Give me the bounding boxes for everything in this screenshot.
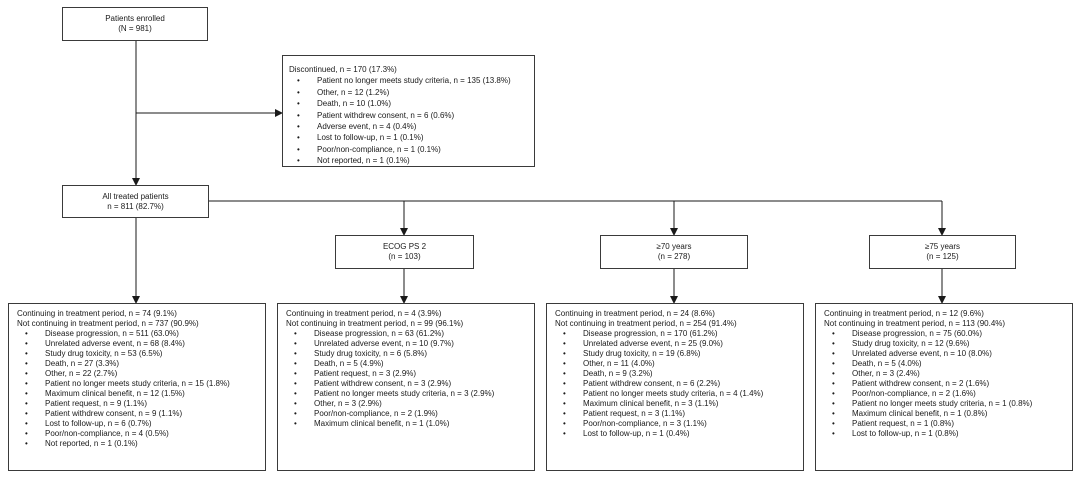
list-item: Unrelated adverse event, n = 10 (9.7%) xyxy=(286,339,526,349)
list-item: Patient no longer meets study criteria, … xyxy=(289,75,528,87)
continuing-text: Continuing in treatment period, n = 4 (3… xyxy=(286,309,442,318)
not-continuing-text: Not continuing in treatment period, n = … xyxy=(555,319,737,328)
list-item: Unrelated adverse event, n = 25 (9.0%) xyxy=(555,339,795,349)
list-item: Maximum clinical benefit, n = 1 (0.8%) xyxy=(824,409,1064,419)
subgroup-count: (n = 125) xyxy=(926,252,959,261)
outcome-box-75: Continuing in treatment period, n = 12 (… xyxy=(815,303,1073,471)
list-item: Other, n = 22 (2.7%) xyxy=(17,369,257,379)
list-item: Lost to follow-up, n = 1 (0.4%) xyxy=(555,429,795,439)
list-item: Patient request, n = 3 (1.1%) xyxy=(555,409,795,419)
subgroup-box-ecog: ECOG PS 2 (n = 103) xyxy=(335,235,474,269)
list-item: Patient no longer meets study criteria, … xyxy=(555,389,795,399)
list-item: Disease progression, n = 511 (63.0%) xyxy=(17,329,257,339)
list-item: Poor/non-compliance, n = 3 (1.1%) xyxy=(555,419,795,429)
list-item: Unrelated adverse event, n = 10 (8.0%) xyxy=(824,349,1064,359)
discontinued-reasons-list: Patient no longer meets study criteria, … xyxy=(289,75,528,167)
list-item: Lost to follow-up, n = 6 (0.7%) xyxy=(17,419,257,429)
list-item: Disease progression, n = 63 (61.2%) xyxy=(286,329,526,339)
reasons-list: Disease progression, n = 170 (61.2%) Unr… xyxy=(555,329,795,439)
list-item: Patient withdrew consent, n = 3 (2.9%) xyxy=(286,379,526,389)
treated-box: All treated patients n = 811 (82.7%) xyxy=(62,185,209,218)
not-continuing-text: Not continuing in treatment period, n = … xyxy=(17,319,199,328)
list-item: Patient request, n = 9 (1.1%) xyxy=(17,399,257,409)
treated-title: All treated patients xyxy=(102,191,169,201)
outcome-box-70: Continuing in treatment period, n = 24 (… xyxy=(546,303,804,471)
list-item: Patient withdrew consent, n = 9 (1.1%) xyxy=(17,409,257,419)
list-item: Lost to follow-up, n = 1 (0.1%) xyxy=(289,132,528,144)
reasons-list: Disease progression, n = 75 (60.0%) Stud… xyxy=(824,329,1064,439)
not-continuing-text: Not continuing in treatment period, n = … xyxy=(286,319,464,328)
subgroup-title: ≥75 years xyxy=(924,242,961,251)
list-item: Death, n = 5 (4.0%) xyxy=(824,359,1064,369)
enrolled-count: (N = 981) xyxy=(118,24,152,33)
subgroup-count: (n = 278) xyxy=(657,252,691,261)
list-item: Patient request, n = 3 (2.9%) xyxy=(286,369,526,379)
list-item: Disease progression, n = 170 (61.2%) xyxy=(555,329,795,339)
enrolled-title: Patients enrolled xyxy=(105,14,165,23)
outcome-box-all: Continuing in treatment period, n = 74 (… xyxy=(8,303,266,471)
list-item: Patient request, n = 1 (0.8%) xyxy=(824,419,1064,429)
list-item: Study drug toxicity, n = 6 (5.8%) xyxy=(286,349,526,359)
list-item: Death, n = 27 (3.3%) xyxy=(17,359,257,369)
list-item: Study drug toxicity, n = 19 (6.8%) xyxy=(555,349,795,359)
list-item: Death, n = 9 (3.2%) xyxy=(555,369,795,379)
list-item: Disease progression, n = 75 (60.0%) xyxy=(824,329,1064,339)
list-item: Poor/non-compliance, n = 4 (0.5%) xyxy=(17,429,257,439)
list-item: Other, n = 3 (2.9%) xyxy=(286,399,526,409)
list-item: Unrelated adverse event, n = 68 (8.4%) xyxy=(17,339,257,349)
subgroup-box-70: ≥70 years (n = 278) xyxy=(600,235,748,269)
continuing-text: Continuing in treatment period, n = 24 (… xyxy=(555,309,715,318)
list-item: Maximum clinical benefit, n = 3 (1.1%) xyxy=(555,399,795,409)
list-item: Other, n = 11 (4.0%) xyxy=(555,359,795,369)
list-item: Poor/non-compliance, n = 1 (0.1%) xyxy=(289,144,528,156)
outcome-box-ecog: Continuing in treatment period, n = 4 (3… xyxy=(277,303,535,471)
list-item: Patient no longer meets study criteria, … xyxy=(17,379,257,389)
list-item: Death, n = 5 (4.9%) xyxy=(286,359,526,369)
continuing-text: Continuing in treatment period, n = 12 (… xyxy=(824,309,984,318)
list-item: Other, n = 3 (2.4%) xyxy=(824,369,1064,379)
reasons-list: Disease progression, n = 511 (63.0%) Unr… xyxy=(17,329,257,449)
continuing-text: Continuing in treatment period, n = 74 (… xyxy=(17,309,177,318)
list-item: Patient no longer meets study criteria, … xyxy=(824,399,1064,409)
not-continuing-text: Not continuing in treatment period, n = … xyxy=(824,319,1006,328)
list-item: Not reported, n = 1 (0.1%) xyxy=(17,439,257,449)
treated-count: n = 811 (82.7%) xyxy=(107,201,164,211)
list-item: Study drug toxicity, n = 53 (6.5%) xyxy=(17,349,257,359)
enrolled-box: Patients enrolled (N = 981) xyxy=(62,7,208,41)
list-item: Patient withdrew consent, n = 6 (0.6%) xyxy=(289,110,528,122)
discontinued-box: Discontinued, n = 170 (17.3%) Patient no… xyxy=(282,55,535,167)
list-item: Other, n = 12 (1.2%) xyxy=(289,87,528,99)
list-item: Maximum clinical benefit, n = 12 (1.5%) xyxy=(17,389,257,399)
subgroup-box-75: ≥75 years (n = 125) xyxy=(869,235,1016,269)
list-item: Patient withdrew consent, n = 2 (1.6%) xyxy=(824,379,1064,389)
list-item: Lost to follow-up, n = 1 (0.8%) xyxy=(824,429,1064,439)
list-item: Maximum clinical benefit, n = 1 (1.0%) xyxy=(286,419,526,429)
discontinued-title: Discontinued, n = 170 (17.3%) xyxy=(289,65,397,74)
list-item: Study drug toxicity, n = 12 (9.6%) xyxy=(824,339,1064,349)
list-item: Adverse event, n = 4 (0.4%) xyxy=(289,121,528,133)
list-item: Poor/non-compliance, n = 2 (1.6%) xyxy=(824,389,1064,399)
subgroup-title: ≥70 years xyxy=(656,242,692,251)
list-item: Poor/non-compliance, n = 2 (1.9%) xyxy=(286,409,526,419)
subgroup-title: ECOG PS 2 xyxy=(382,242,427,251)
reasons-list: Disease progression, n = 63 (61.2%) Unre… xyxy=(286,329,526,429)
subgroup-count: (n = 103) xyxy=(388,252,421,261)
list-item: Death, n = 10 (1.0%) xyxy=(289,98,528,110)
list-item: Patient no longer meets study criteria, … xyxy=(286,389,526,399)
list-item: Not reported, n = 1 (0.1%) xyxy=(289,155,528,167)
list-item: Patient withdrew consent, n = 6 (2.2%) xyxy=(555,379,795,389)
